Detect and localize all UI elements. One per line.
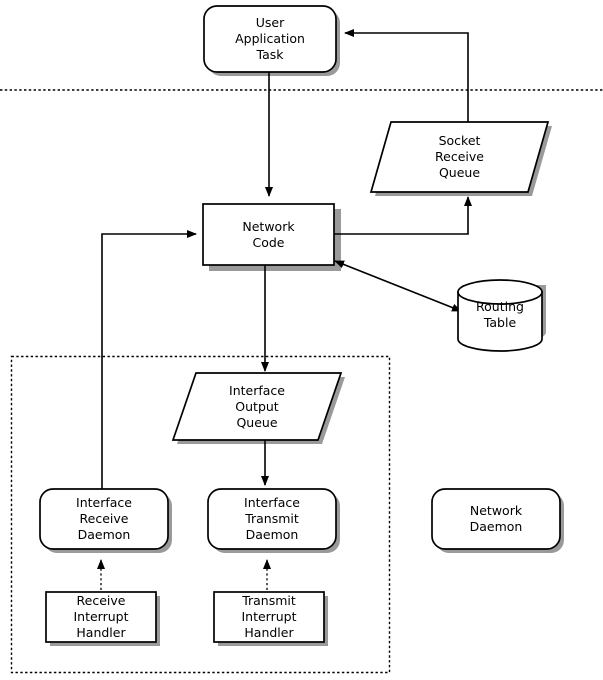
node-shape-socket-receive-queue[interactable] <box>369 121 550 193</box>
network-daemon-group-boundary <box>10 355 391 674</box>
node-shape-network-daemon[interactable] <box>431 488 561 550</box>
edge-socket-queue-to-user-app <box>344 29 469 122</box>
node-shape-interface-transmit-daemon[interactable] <box>207 488 337 550</box>
edge-network-code-routing-table <box>334 260 462 312</box>
node-shapes <box>39 5 561 643</box>
edge-network-code-to-socket-queue <box>333 196 472 235</box>
node-shape-network-code[interactable] <box>202 203 335 266</box>
node-shape-receive-interrupt-handler[interactable] <box>45 591 157 643</box>
connector-edges <box>97 29 472 590</box>
node-shape-transmit-interrupt-handler[interactable] <box>213 591 325 643</box>
node-shape-user-application-task[interactable] <box>203 5 337 73</box>
node-shape-interface-receive-daemon[interactable] <box>39 488 169 550</box>
edge-receive-daemon-to-network-code <box>101 230 197 490</box>
node-shape-routing-table[interactable] <box>457 279 543 352</box>
node-shape-interface-output-queue[interactable] <box>171 372 343 441</box>
